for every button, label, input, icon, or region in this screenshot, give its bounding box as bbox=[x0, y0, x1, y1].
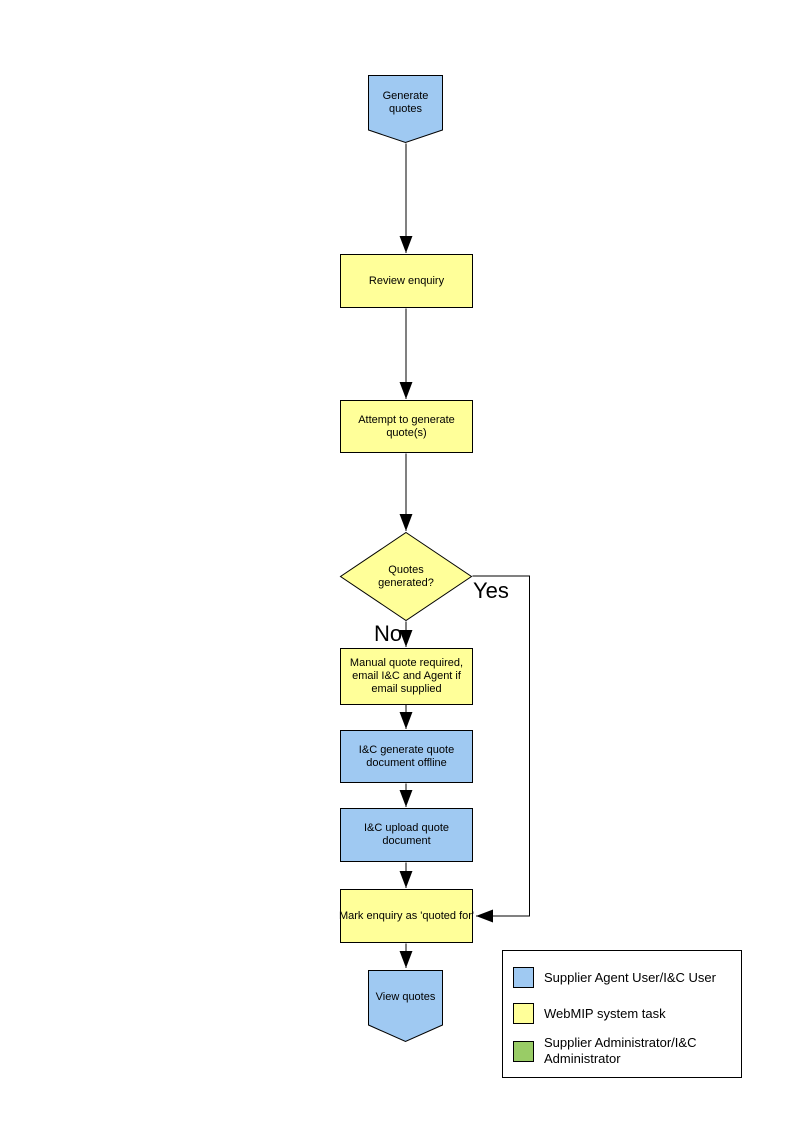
legend-label-system-task: WebMIP system task bbox=[544, 1005, 666, 1021]
node-ic-upload: I&C upload quote document bbox=[340, 808, 473, 862]
node-view-quotes: View quotes bbox=[368, 970, 443, 1025]
start-shape-polygon bbox=[368, 75, 443, 144]
node-quotes-generated-label: Quotes generated? bbox=[378, 563, 434, 589]
node-ic-upload-label: I&C upload quote document bbox=[363, 822, 449, 847]
end-shape bbox=[368, 970, 443, 1043]
decision-shape bbox=[339, 531, 473, 622]
legend-box: Supplier Agent User/I&C User WebMIP syst… bbox=[502, 950, 742, 1078]
legend-swatch-system-task bbox=[513, 1003, 534, 1024]
arrow-decision-yes-to-mark bbox=[472, 575, 530, 923]
decision-shape-polygon bbox=[339, 531, 473, 622]
node-attempt-generate: Attempt to generate quote(s) bbox=[340, 400, 473, 453]
node-attempt-generate-label: Attempt to generate quote(s) bbox=[358, 413, 455, 439]
node-generate-quotes: Generate quotes bbox=[368, 75, 443, 130]
node-quotes-generated: Quotes generated? bbox=[340, 532, 472, 621]
legend-label-administrator: Supplier Administrator/I&C Administrator bbox=[544, 1035, 697, 1066]
node-mark-enquiry: Mark enquiry as 'quoted for' bbox=[338, 889, 475, 943]
legend-item-system-task: WebMIP system task bbox=[513, 1003, 744, 1024]
branch-label-yes: Yes bbox=[473, 578, 509, 603]
node-generate-quotes-label: Generate quotes bbox=[382, 89, 429, 115]
node-manual-quote-label: Manual quote required, email I&C and Age… bbox=[349, 657, 464, 695]
legend-swatch-administrator bbox=[513, 1040, 534, 1062]
node-ic-generate-offline: I&C generate quote document offline bbox=[340, 730, 473, 783]
branch-label-no: No bbox=[374, 621, 403, 646]
legend-item-agent-user: Supplier Agent User/I&C User bbox=[513, 967, 744, 988]
node-review-enquiry: Review enquiry bbox=[340, 254, 473, 308]
start-shape bbox=[368, 75, 443, 144]
node-ic-generate-offline-label: I&C generate quote document offline bbox=[358, 743, 455, 769]
node-review-enquiry-label: Review enquiry bbox=[368, 274, 445, 287]
node-mark-enquiry-label: Mark enquiry as 'quoted for' bbox=[338, 909, 475, 922]
node-view-quotes-label: View quotes bbox=[375, 991, 436, 1003]
node-manual-quote: Manual quote required, email I&C and Age… bbox=[340, 648, 473, 705]
legend-item-administrator: Supplier Administrator/I&C Administrator bbox=[513, 1035, 744, 1067]
end-shape-polygon bbox=[368, 970, 443, 1043]
legend-swatch-agent-user bbox=[513, 967, 534, 988]
legend-label-agent-user: Supplier Agent User/I&C User bbox=[544, 969, 716, 985]
